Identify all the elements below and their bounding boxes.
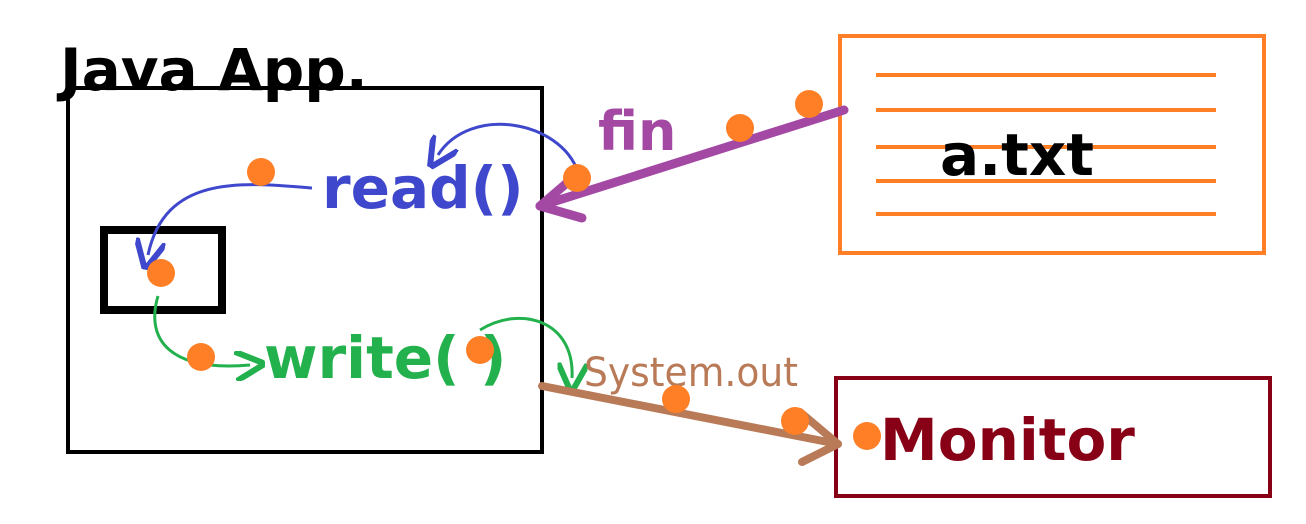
read-in-arrow [438, 122, 580, 172]
data-dot [147, 259, 175, 287]
read-to-buffer-arrow [148, 183, 313, 255]
data-dot [795, 90, 823, 118]
monitor-box [834, 376, 1272, 498]
data-dots [147, 90, 881, 450]
data-dot [726, 114, 754, 142]
file-label: a.txt [940, 121, 1094, 189]
write-out-arrow [479, 316, 572, 378]
write-label: write( ) [264, 324, 506, 392]
fin-label: fin [598, 100, 676, 163]
data-dot [187, 343, 215, 371]
data-dot [662, 385, 690, 413]
fin-arrow [535, 105, 849, 223]
data-dot [781, 407, 809, 435]
buffer-to-write-arrow [153, 295, 250, 366]
read-label: read() [322, 154, 524, 222]
data-dot [563, 164, 591, 192]
data-dot [247, 158, 275, 186]
data-dot [853, 422, 881, 450]
java-app-box [66, 86, 544, 454]
file-lines [876, 73, 1216, 216]
file-box [838, 34, 1266, 255]
monitor-label: Monitor [880, 406, 1135, 474]
system-out-label: System.out [584, 350, 798, 396]
buffer-box [100, 226, 226, 314]
data-dot [466, 336, 494, 364]
java-app-label: Java App. [56, 36, 368, 104]
